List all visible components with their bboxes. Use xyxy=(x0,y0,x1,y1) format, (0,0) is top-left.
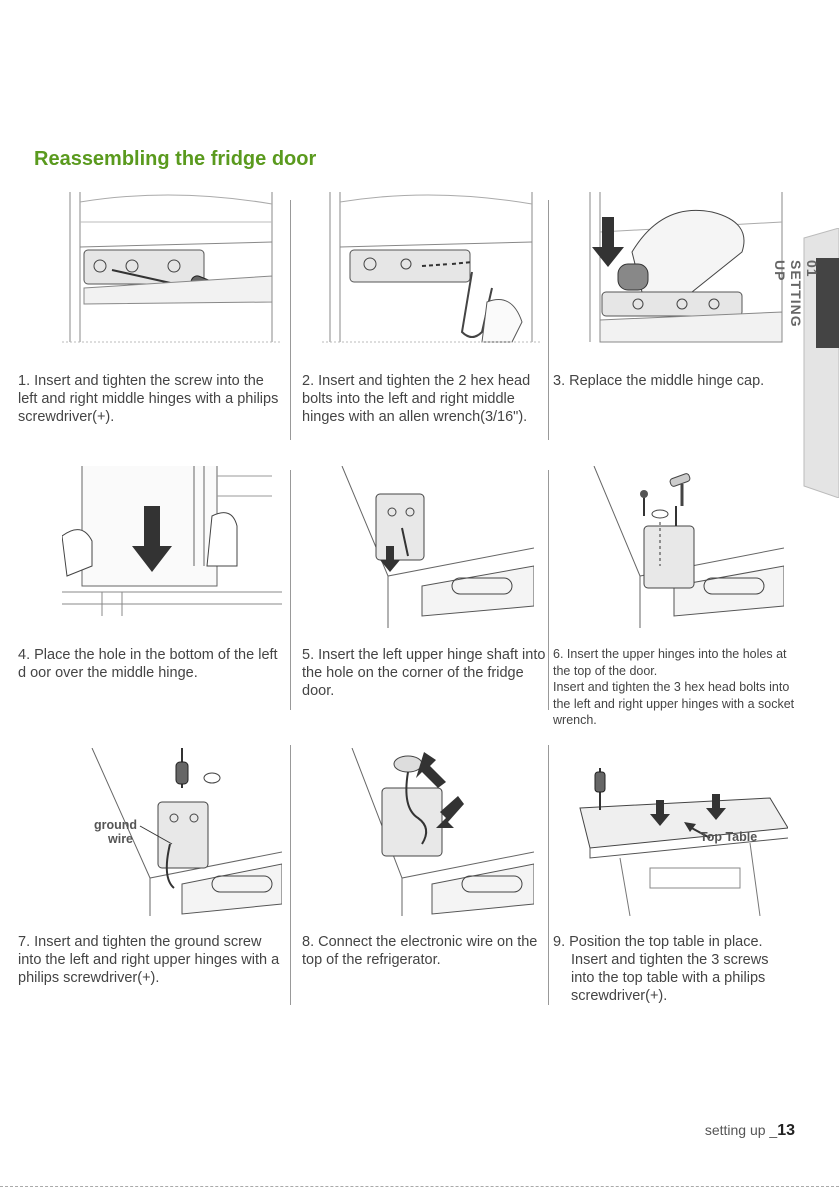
step-text: Place the hole in the bottom of the left… xyxy=(18,647,278,681)
column-divider xyxy=(548,745,549,1005)
step-9-illustration: Top Table xyxy=(560,748,788,916)
step-1-illustration xyxy=(62,192,280,354)
step-4-illustration xyxy=(62,466,282,628)
step-number: 6. xyxy=(553,647,564,661)
step-3-caption: 3. Replace the middle hinge cap. xyxy=(553,372,793,390)
step-7-illustration: ground wire xyxy=(62,748,282,916)
step-2-illustration xyxy=(322,192,540,354)
step-2-caption: 2. Insert and tighten the 2 hex head bol… xyxy=(302,372,546,426)
step-number: 3. xyxy=(553,373,566,389)
chapter-side-tab-label: 01 SETTING UP xyxy=(772,260,820,328)
step-9-caption: 9. Position the top table in place. Inse… xyxy=(553,933,788,1005)
step-number: 1. xyxy=(18,373,31,389)
step-text: Connect the electronic wire on the top o… xyxy=(302,934,538,968)
page-number: 13 xyxy=(777,1122,795,1139)
step-text-continued: Insert and tighten the 3 screws into the… xyxy=(571,952,769,1004)
step-text: Insert the left upper hinge shaft into t… xyxy=(302,647,546,699)
step-number: 7. xyxy=(18,934,31,950)
step-number: 8. xyxy=(302,934,315,950)
step-7-caption: 7. Insert and tighten the ground screw i… xyxy=(18,933,283,987)
step-3-illustration xyxy=(582,192,792,354)
column-divider xyxy=(548,200,549,440)
page-title: Reassembling the fridge door xyxy=(34,148,317,170)
step-8-caption: 8. Connect the electronic wire on the to… xyxy=(302,933,546,969)
column-divider xyxy=(290,470,291,710)
step-8-illustration xyxy=(312,748,534,916)
step-text: Replace the middle hinge cap. xyxy=(569,373,765,389)
step-text: Insert the upper hinges into the holes a… xyxy=(553,647,787,678)
step-5-caption: 5. Insert the left upper hinge shaft int… xyxy=(302,646,546,700)
step-6-caption: 6. Insert the upper hinges into the hole… xyxy=(553,646,798,729)
page-footer: setting up _13 xyxy=(705,1122,795,1140)
column-divider xyxy=(290,200,291,440)
step-number: 2. xyxy=(302,373,315,389)
step-number: 4. xyxy=(18,647,31,663)
top-table-label: Top Table xyxy=(700,830,758,844)
column-divider xyxy=(290,745,291,1005)
step-text: Insert and tighten the screw into the le… xyxy=(18,373,279,425)
chapter-side-tab xyxy=(792,228,839,498)
step-number: 9. xyxy=(553,934,566,950)
column-divider xyxy=(548,470,549,710)
page-bottom-rule xyxy=(0,1186,839,1187)
step-number: 5. xyxy=(302,647,315,663)
step-6-illustration xyxy=(564,466,784,628)
footer-label: setting up _ xyxy=(704,1122,778,1138)
step-5-illustration xyxy=(312,466,534,628)
step-text: Insert and tighten the 2 hex head bolts … xyxy=(302,373,531,425)
step-text-continued: Insert and tighten the 3 hex head bolts … xyxy=(553,680,795,727)
ground-wire-label: ground wire xyxy=(94,818,138,846)
step-1-caption: 1. Insert and tighten the screw into the… xyxy=(18,372,283,426)
step-text: Insert and tighten the ground screw into… xyxy=(18,934,280,986)
step-4-caption: 4. Place the hole in the bottom of the l… xyxy=(18,646,283,682)
step-text: Position the top table in place. xyxy=(569,934,763,950)
